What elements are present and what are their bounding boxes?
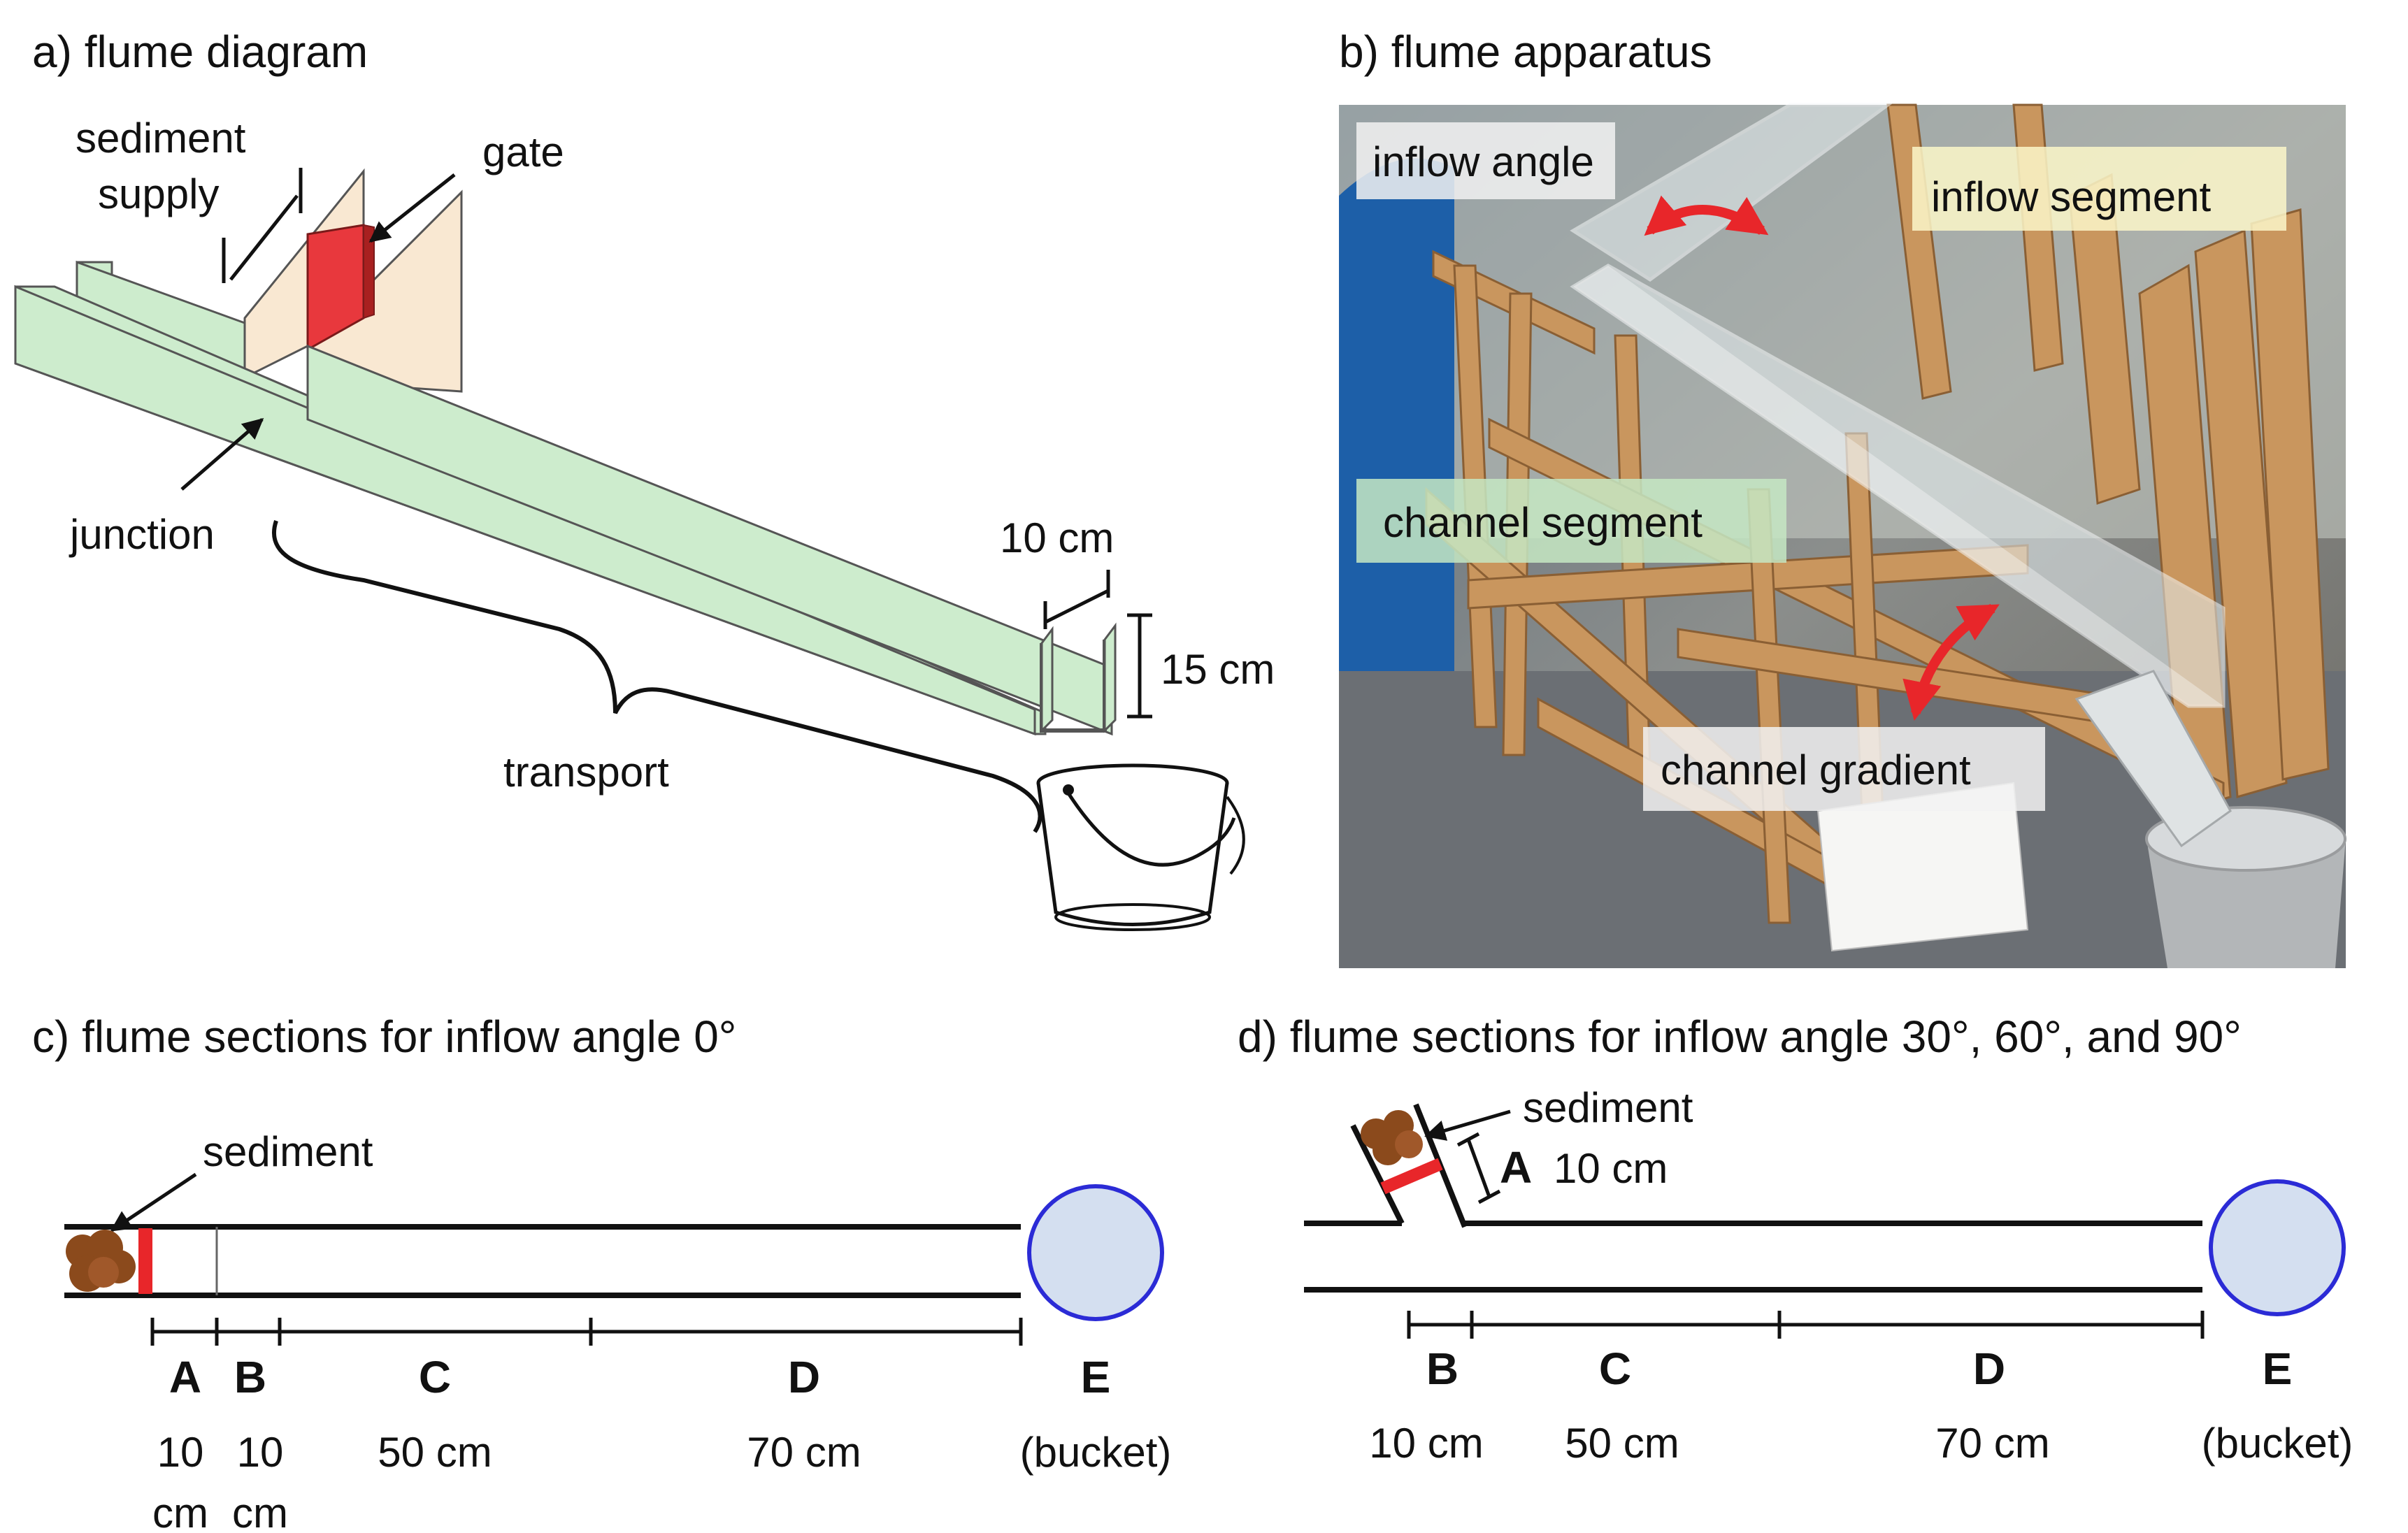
channel-gradient-arrow (1902, 603, 2000, 721)
sediment-supply-label-1: sediment (76, 115, 246, 161)
bucket-circle-c (1027, 1184, 1164, 1321)
channel-end-profile (1040, 622, 1117, 733)
section-length-a-c-2: cm (152, 1490, 208, 1533)
section-length-c-c: 50 cm (378, 1429, 492, 1476)
sediment-blob-c (66, 1230, 136, 1292)
bucket-circle-d (2209, 1179, 2346, 1316)
panel-a: a) flume diagram (14, 27, 1275, 931)
inflow-length-d: 10 cm (1554, 1145, 1668, 1192)
panel-b: b) flume apparatus (1339, 27, 2346, 968)
section-length-a-c-1: 10 (157, 1429, 204, 1476)
height-dimension (1127, 613, 1152, 719)
sediment-supply-label-2: supply (98, 171, 219, 217)
section-letter-e-c: E (1081, 1352, 1111, 1402)
inflow-wall-left-d (1350, 1124, 1405, 1225)
sediment-supply-bracket (222, 168, 303, 283)
channel-gradient-label: channel gradient (1661, 747, 1971, 793)
section-length-b-c-1: 10 (237, 1429, 284, 1476)
section-length-e-c: (bucket) (1020, 1429, 1172, 1476)
inflow-angle-arrow (1644, 195, 1769, 236)
inflow-segment-label: inflow segment (1931, 173, 2212, 220)
section-scale-d (1407, 1311, 2205, 1339)
section-length-d-c: 70 cm (747, 1429, 861, 1476)
inflow-angle-label: inflow angle (1373, 138, 1594, 185)
section-scale-c (150, 1318, 1023, 1346)
section-length-c-d: 50 cm (1565, 1420, 1679, 1467)
section-length-b-d: 10 cm (1369, 1420, 1483, 1467)
transport-brace (271, 520, 1042, 833)
channel-segment-label: channel segment (1383, 499, 1703, 546)
apparatus-photo: inflow angle inflow segment channel segm… (1339, 103, 2346, 968)
transport-label: transport (503, 749, 669, 796)
sediment-label-d: sediment (1523, 1084, 1693, 1131)
panel-d: d) flume sections for inflow angle 30°, … (1238, 1012, 2353, 1467)
junction-label: junction (69, 511, 215, 558)
section-letter-d-c: D (788, 1352, 820, 1402)
section-letter-d-d: D (1973, 1344, 2005, 1394)
section-letter-e-d: E (2263, 1344, 2293, 1394)
inflow-letter-a-d: A (1500, 1142, 1532, 1193)
gate-c (138, 1228, 152, 1294)
sediment-blob-d (1361, 1110, 1423, 1165)
sediment-label-c: sediment (203, 1128, 373, 1175)
section-letter-b-d: B (1426, 1344, 1459, 1394)
channel-back-wall (306, 344, 1113, 736)
junction-arrow (180, 418, 264, 491)
section-letter-b-c: B (234, 1352, 266, 1402)
section-length-b-c-2: cm (232, 1490, 288, 1533)
bucket-icon (1036, 763, 1245, 931)
panel-c: c) flume sections for inflow angle 0° se… (32, 1012, 1171, 1533)
sediment-arrow-d (1424, 1109, 1511, 1141)
gate-arrow (368, 173, 456, 243)
panel-c-title: c) flume sections for inflow angle 0° (32, 1012, 736, 1062)
width-label: 10 cm (1000, 514, 1114, 561)
acrylic-flume (1570, 103, 2226, 708)
section-letter-a-c: A (169, 1352, 201, 1402)
section-letter-c-c: C (419, 1352, 451, 1402)
channel-front-wall (14, 285, 1047, 736)
inflow-dimension-d (1456, 1132, 1501, 1204)
panel-d-title: d) flume sections for inflow angle 30°, … (1238, 1012, 2242, 1062)
sediment-arrow-c (110, 1172, 197, 1232)
width-dimension (1043, 570, 1110, 629)
section-letter-c-d: C (1599, 1344, 1631, 1394)
section-length-d-d: 70 cm (1935, 1420, 2049, 1467)
panel-a-title: a) flume diagram (32, 27, 368, 77)
height-label: 15 cm (1161, 646, 1275, 693)
gate-d (1380, 1158, 1443, 1195)
section-length-e-d: (bucket) (2202, 1420, 2353, 1467)
gate-label: gate (482, 129, 564, 175)
panel-b-title: b) flume apparatus (1339, 27, 1712, 77)
